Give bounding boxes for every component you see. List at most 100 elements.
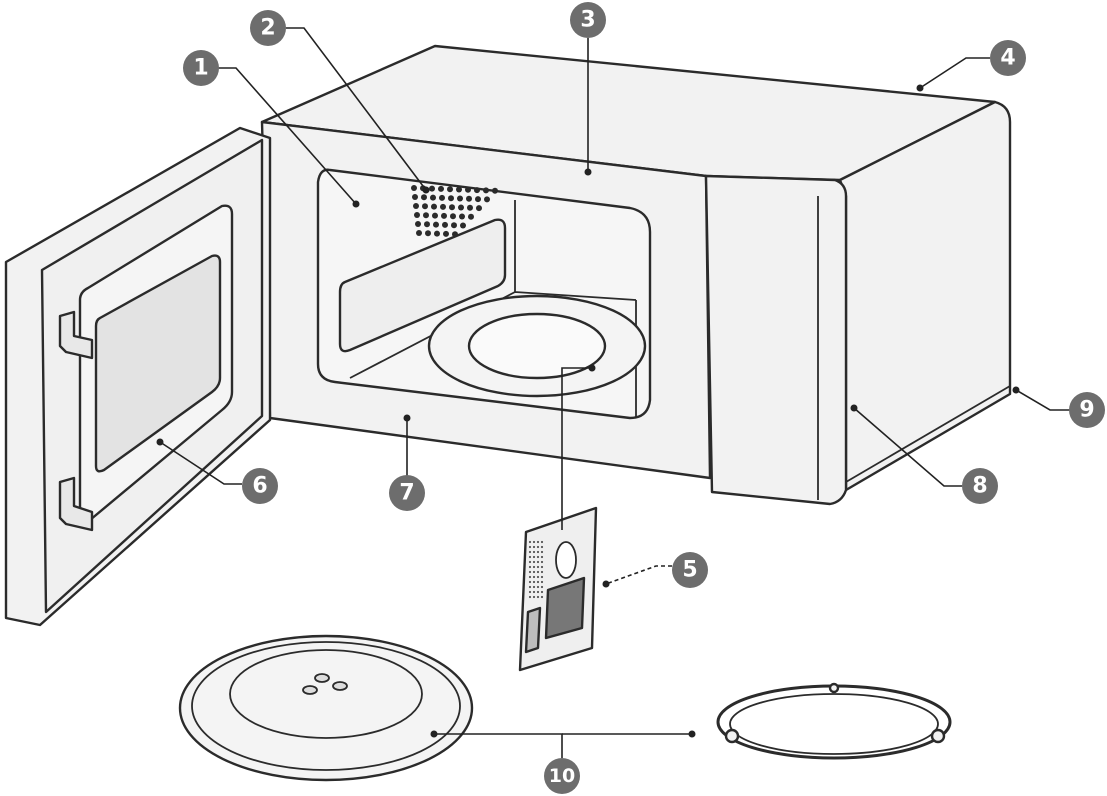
card-dot (536, 550, 540, 554)
card-dot (536, 580, 540, 584)
roller-ring-outer (716, 684, 952, 760)
callout-7: 7 (389, 475, 425, 511)
card-dot (528, 545, 532, 549)
callout-5: 5 (672, 552, 708, 588)
card-dot (532, 575, 536, 579)
card-dot (532, 580, 536, 584)
card-dot (528, 570, 532, 574)
card-dot (540, 565, 544, 569)
card-dot (540, 595, 544, 599)
card-dot (528, 580, 532, 584)
leader-4 (919, 57, 990, 89)
door (4, 126, 272, 627)
card-dot (540, 570, 544, 574)
vent-hole (431, 203, 437, 210)
callout-4: 4 (990, 40, 1026, 76)
card-dot (532, 550, 536, 554)
card-dot (528, 575, 532, 579)
leader-5 (605, 565, 672, 585)
vent-hole (430, 194, 436, 201)
card-dot (536, 590, 540, 594)
roller-ring-inner (729, 693, 939, 755)
vent-hole (423, 212, 429, 219)
callout-10-label: 10 (549, 765, 575, 787)
card-rectangle (544, 576, 586, 640)
card-dot (536, 560, 540, 564)
vent-hole (414, 212, 420, 218)
tray-outer (178, 634, 474, 782)
card-dot (532, 545, 536, 549)
vent-hole (484, 196, 490, 203)
callout-2-label: 2 (260, 16, 275, 41)
vent-hole (459, 213, 465, 220)
door-latch-bottom (58, 476, 94, 532)
vent-hole (468, 213, 474, 220)
vent-hole (432, 212, 438, 219)
tray-coupler (302, 673, 348, 695)
vent-hole (442, 221, 448, 228)
card-dot (532, 565, 536, 569)
card-dot (536, 545, 540, 549)
vent-hole (415, 221, 421, 227)
card-dot (536, 555, 540, 559)
card-dot (536, 570, 540, 574)
vent-hole (460, 222, 466, 229)
leader-8 (853, 407, 962, 487)
vent-hole (450, 213, 456, 220)
callout-7-label: 7 (399, 481, 414, 506)
glass-tray (178, 634, 474, 782)
roller-wheel-right (930, 728, 946, 744)
card-dot (540, 555, 544, 559)
card-dot (540, 540, 544, 544)
microwave-body (260, 44, 1012, 506)
callout-2: 2 (250, 10, 286, 46)
vent-hole (474, 187, 480, 194)
vent-hole (492, 187, 498, 194)
turntable-in-cavity-inner (467, 312, 607, 380)
roller-wheel-left (724, 728, 740, 744)
vent-hole (413, 203, 419, 209)
vent-hole (429, 185, 435, 192)
callout-3-label: 3 (580, 8, 595, 33)
tray-rim (191, 641, 461, 771)
callout-6-label: 6 (252, 474, 267, 499)
card-dot (528, 540, 532, 544)
leader-9 (1015, 389, 1070, 411)
vent-hole (421, 194, 427, 201)
card-dot (528, 565, 532, 569)
vent-hole (451, 222, 457, 229)
card-dot (540, 550, 544, 554)
card-dot (540, 585, 544, 589)
callout-10: 10 (544, 758, 580, 794)
card-dot (528, 555, 532, 559)
callout-9-label: 9 (1079, 398, 1094, 423)
vent-hole (466, 195, 472, 202)
card-dot (528, 595, 532, 599)
card-circle (555, 541, 577, 579)
card-dot (536, 540, 540, 544)
vent-hole (458, 204, 464, 211)
card-small-rectangle (524, 606, 542, 654)
door-latch-top (58, 310, 94, 360)
card-dot (540, 575, 544, 579)
card-dot (536, 595, 540, 599)
card-dot (532, 540, 536, 544)
card-dot (532, 590, 536, 594)
waveguide-panel (338, 218, 507, 353)
vent-hole (475, 196, 481, 203)
leader-2 (286, 27, 427, 191)
card-dot (536, 575, 540, 579)
vent-hole (483, 187, 489, 194)
card-dot (532, 560, 536, 564)
card-dot (532, 555, 536, 559)
card-dot-pattern (528, 540, 544, 599)
vent-hole (467, 204, 473, 211)
leader-6 (159, 441, 242, 485)
vent-hole (465, 186, 471, 193)
vent-hole (449, 204, 455, 211)
callout-8-label: 8 (972, 474, 987, 499)
vent-hole (411, 185, 417, 191)
callout-6: 6 (242, 468, 278, 504)
vent-hole (457, 195, 463, 202)
